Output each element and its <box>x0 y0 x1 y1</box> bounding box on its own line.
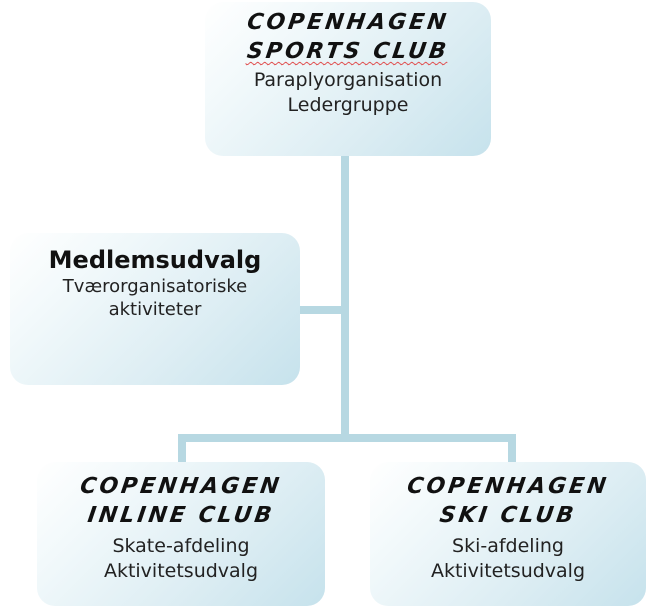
node-ski-club: COPENHAGEN SKI CLUB Ski-afdeling Aktivit… <box>370 462 646 606</box>
node-title-line2: SPORTS CLUB <box>203 37 493 66</box>
connector-left-vertical <box>178 434 186 470</box>
node-subtitle-line2: aktiviteter <box>108 299 202 320</box>
node-inline-club: COPENHAGEN INLINE CLUB Skate-afdeling Ak… <box>37 462 325 606</box>
node-subtitle-line1: Paraplyorganisation <box>253 69 443 91</box>
node-subtitle-line1: Tværorganisatoriske <box>62 276 248 297</box>
connector-horizontal <box>178 434 516 442</box>
node-title-line1: COPENHAGEN <box>78 474 284 499</box>
node-subtitle-line2: Ledergruppe <box>287 94 409 116</box>
node-title-line2: INLINE CLUB <box>85 503 277 528</box>
node-subtitle-line2: Aktivitetsudvalg <box>430 560 586 582</box>
connector-top-vertical <box>341 155 349 438</box>
node-title-line2-text: SPORTS CLUB <box>245 39 451 64</box>
node-subtitle-line1: Skate-afdeling <box>112 535 250 557</box>
node-title-line2: SKI CLUB <box>438 503 578 528</box>
connector-right-vertical <box>508 434 516 470</box>
node-subtitle-line2: Aktivitetsudvalg <box>103 560 259 582</box>
node-medlemsudvalg: Medlemsudvalg Tværorganisatoriske aktivi… <box>10 233 300 385</box>
connector-assistant <box>300 306 345 314</box>
node-sports-club: COPENHAGEN SPORTS CLUB Paraplyorganisati… <box>205 2 491 156</box>
node-heading: Medlemsudvalg <box>48 246 262 274</box>
node-title-line1: COPENHAGEN <box>405 474 611 499</box>
node-subtitle-line1: Ski-afdeling <box>452 535 564 557</box>
node-title-line1: COPENHAGEN <box>245 10 451 35</box>
